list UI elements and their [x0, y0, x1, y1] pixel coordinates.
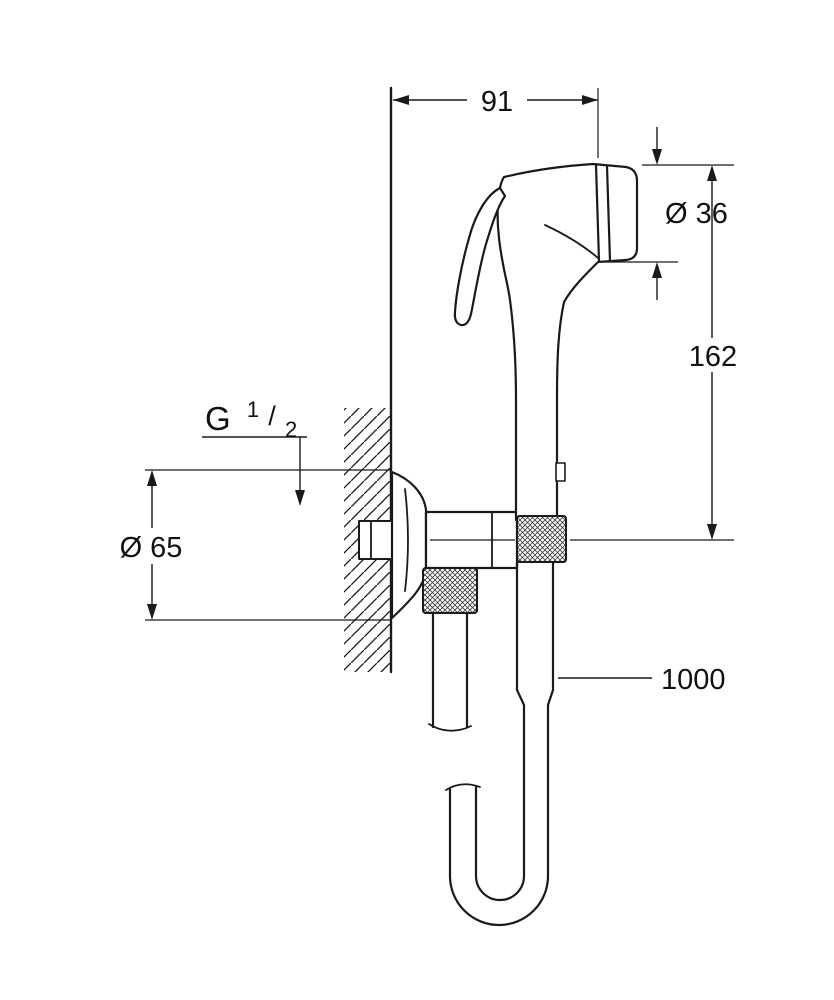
arrowhead — [295, 490, 305, 506]
spray-cap-line — [605, 164, 612, 263]
arrowhead — [707, 524, 717, 540]
hose-break-line — [445, 783, 481, 791]
knurled-nut-outlet — [422, 567, 478, 614]
dimension-spray-diameter: Ø 36 — [652, 127, 728, 300]
knurled-nut-holder — [516, 515, 567, 563]
dimension-label-thread: G 1 / 2 — [205, 387, 297, 442]
dimension-label-1000: 1000 — [661, 664, 726, 696]
arrowhead — [652, 149, 662, 165]
arrowhead — [393, 95, 409, 105]
trigger-lever — [453, 186, 507, 327]
hose-connector-tube — [515, 560, 555, 707]
hand-shower-body — [496, 162, 639, 522]
hose-break-line — [428, 723, 472, 732]
dimension-thread-g-half: G 1 / 2 — [202, 387, 307, 506]
reference-lines — [145, 88, 734, 621]
arrowhead — [582, 95, 598, 105]
arrowhead — [652, 262, 662, 278]
hand-shower — [453, 162, 639, 522]
wall-escutcheon — [390, 470, 428, 620]
holder-valve-body — [424, 510, 519, 570]
dimension-label-dia65: Ø 65 — [120, 532, 183, 564]
handle-hook-detail — [555, 462, 566, 482]
shower-hose — [428, 611, 550, 927]
spray-cap-line — [594, 163, 601, 263]
supply-stub — [358, 520, 394, 560]
dimension-label-91: 91 — [481, 86, 513, 118]
arrowhead — [707, 165, 717, 181]
dimension-escutcheon-diameter: Ø 65 — [108, 470, 192, 620]
arrowhead — [147, 604, 157, 620]
dimension-label-dia36: Ø 36 — [665, 198, 728, 230]
dimension-height-162: 162 — [680, 165, 746, 540]
arrowhead — [147, 470, 157, 486]
dimension-label-162: 162 — [689, 341, 737, 373]
dimension-hose-length: 1000 — [558, 664, 726, 696]
head-neck-curve — [544, 224, 599, 259]
dimension-width-91: 91 — [393, 84, 598, 118]
